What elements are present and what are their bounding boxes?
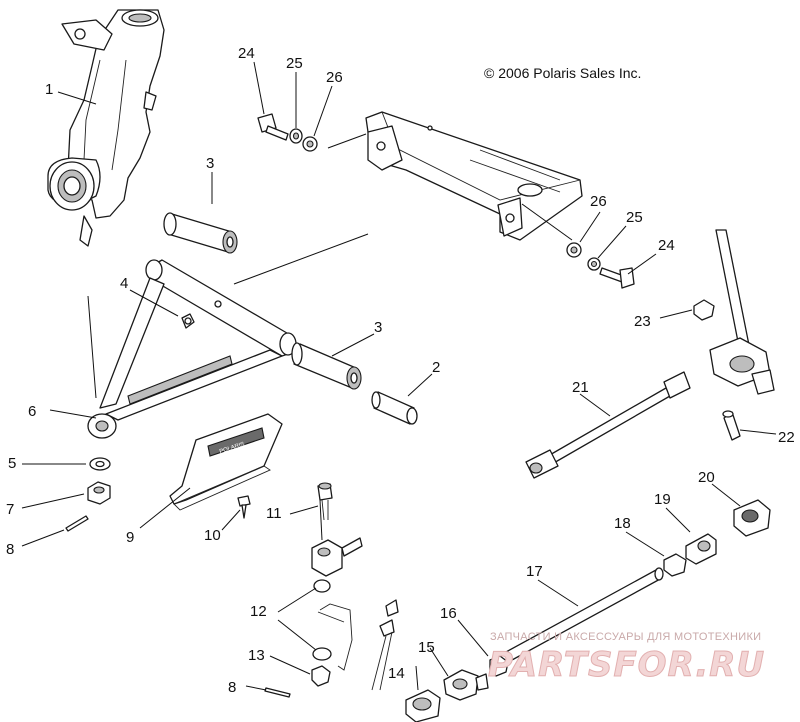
callout-8-lower: 8	[228, 679, 236, 696]
cotter-pin-lower	[264, 687, 291, 698]
callout-5: 5	[8, 455, 16, 472]
callout-21: 21	[572, 379, 589, 396]
callout-22: 22	[778, 429, 795, 446]
spindle-knuckle	[47, 9, 165, 247]
callout-3-lower: 3	[374, 319, 382, 336]
bolt-upper	[257, 113, 289, 141]
tie-rod-end-outer	[733, 499, 771, 537]
copyright-notice: © 2006 Polaris Sales Inc.	[484, 65, 641, 81]
callout-8-upper: 8	[6, 541, 14, 558]
callout-2: 2	[432, 359, 440, 376]
steering-post	[709, 229, 775, 395]
callout-4: 4	[120, 275, 128, 292]
callout-24-right: 24	[658, 237, 675, 254]
pivot-tube	[371, 391, 418, 425]
callout-26-upper: 26	[326, 69, 343, 86]
callout-15: 15	[418, 639, 435, 656]
watermark-brand: PARTSFOR.RU	[488, 645, 765, 685]
callout-6: 6	[28, 403, 36, 420]
callout-numbers: 1 2 3 3 4 5 6 7 8 8 9 10 11 12 13 14 15 …	[6, 45, 795, 696]
washer-right	[587, 257, 601, 271]
callout-12: 12	[250, 603, 267, 620]
callout-7: 7	[6, 501, 14, 518]
frame-crossmember	[365, 111, 583, 241]
guard-bolt	[237, 495, 251, 519]
bushing-sleeve-upper	[163, 212, 238, 254]
a-arm-guard: POLARIS	[169, 413, 283, 511]
callout-23: 23	[634, 313, 651, 330]
callout-20: 20	[698, 469, 715, 486]
callout-10: 10	[204, 527, 221, 544]
ball-joint-boot	[312, 579, 399, 691]
tie-rod-boot	[685, 533, 717, 565]
callout-leaders	[21, 61, 777, 691]
callout-24-upper: 24	[238, 45, 255, 62]
watermark: ЗАПЧАСТИ И АКСЕССУАРЫ ДЛЯ МОТОТЕХНИКИ PA…	[488, 631, 765, 686]
grease-fitting	[181, 313, 195, 329]
bushing-sleeve-lower	[291, 342, 362, 390]
callout-19: 19	[654, 491, 671, 508]
locknut-upper	[302, 136, 318, 152]
callout-18: 18	[614, 515, 631, 532]
locknut-right	[566, 242, 582, 258]
bolt-right	[599, 267, 635, 289]
tie-rod-nut	[489, 655, 509, 677]
callout-9: 9	[126, 529, 134, 546]
tie-rod-jam-nut	[443, 669, 489, 701]
jam-nut-outer	[663, 553, 687, 577]
ball-joint-nut	[311, 665, 331, 687]
callout-26-right: 26	[590, 193, 607, 210]
ball-joint-bolt	[317, 482, 333, 521]
castle-nut	[87, 481, 111, 505]
watermark-tagline: ЗАПЧАСТИ И АКСЕССУАРЫ ДЛЯ МОТОТЕХНИКИ	[490, 631, 761, 643]
callout-14: 14	[388, 665, 405, 682]
steering-link	[525, 371, 691, 479]
callout-11: 11	[266, 505, 282, 522]
callout-25-upper: 25	[286, 55, 303, 72]
callout-16: 16	[440, 605, 457, 622]
washer-upper	[289, 128, 303, 144]
ball-joint-clamp	[311, 537, 363, 577]
callout-1: 1	[45, 81, 53, 98]
post-nut	[693, 299, 715, 321]
assembly-lines	[87, 133, 573, 541]
callout-17: 17	[526, 563, 543, 580]
washer	[89, 457, 111, 471]
callout-25-right: 25	[626, 209, 643, 226]
cotter-pin-upper	[65, 515, 89, 532]
callout-3-upper: 3	[206, 155, 214, 172]
tie-rod	[505, 567, 664, 661]
steering-pin	[722, 410, 741, 441]
callout-13: 13	[248, 647, 265, 664]
tie-rod-end-inner	[405, 689, 441, 722]
a-arm	[87, 259, 297, 439]
